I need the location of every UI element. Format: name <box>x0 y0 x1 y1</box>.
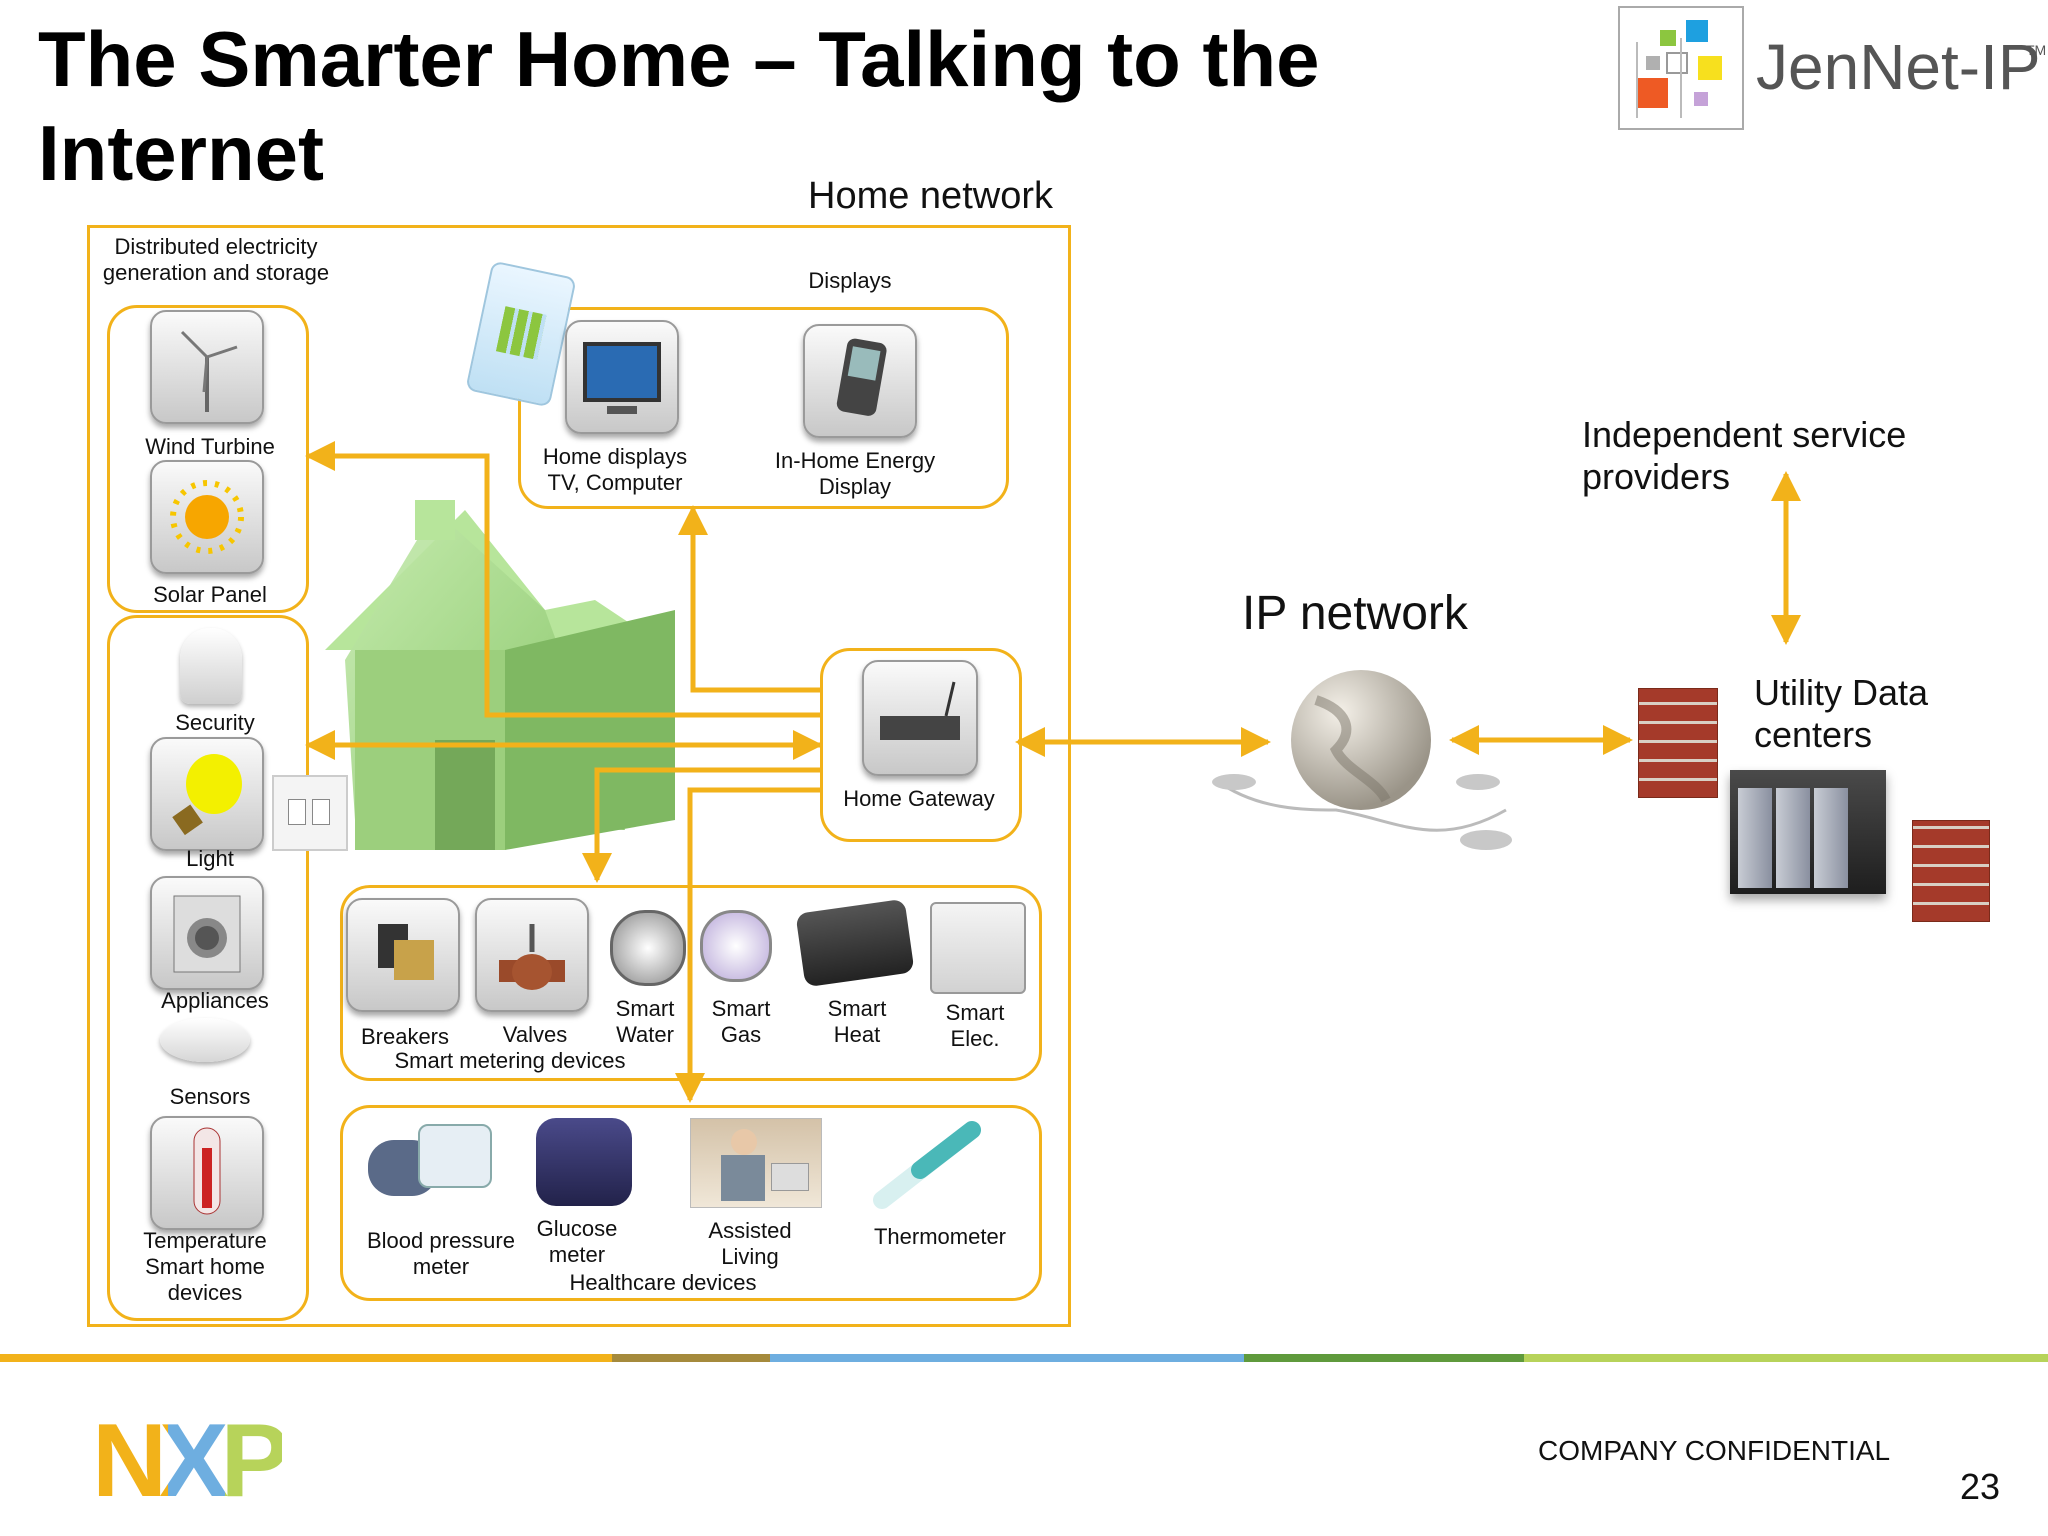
footer-bar-seg-2 <box>612 1354 770 1362</box>
footer-bar-seg-4 <box>1244 1354 1524 1362</box>
nxp-logo: NXP <box>92 1403 352 1519</box>
wind-turbine-label: Wind Turbine <box>145 434 275 459</box>
breakers-icon <box>346 898 460 1012</box>
security-sensor-icon <box>180 628 242 704</box>
in-home-energy-label: In-Home Energy Display <box>774 448 936 499</box>
wind-turbine-icon <box>150 310 264 424</box>
jennet-logo <box>1618 6 1744 130</box>
solar-panel-icon <box>150 460 264 574</box>
temperature-label: Temperature Smart home devices <box>143 1228 267 1305</box>
jennet-logo-text: JenNet-IP <box>1756 31 2041 103</box>
footer-bar <box>0 1354 2048 1362</box>
home-displays-label: Home displays TV, Computer <box>542 444 688 495</box>
smart-home-devices-box <box>107 615 309 1321</box>
gas-meter-icon <box>700 910 772 982</box>
home-network-label: Home network <box>808 175 1053 217</box>
footer-confidential: COMPANY CONFIDENTIAL <box>1538 1435 1891 1466</box>
thermometer-icon <box>873 1121 981 1209</box>
energy-display-icon <box>803 324 917 438</box>
displays-label: Displays <box>808 268 892 293</box>
light-bulb-icon <box>150 737 264 851</box>
valves-icon <box>475 898 589 1012</box>
firewall-icon-2 <box>1912 820 1990 922</box>
smart-heat-label: Smart Heat <box>827 996 887 1047</box>
water-meter-icon <box>610 910 686 986</box>
light-label: Light <box>186 846 234 871</box>
page-title: The Smarter Home – Talking to the Intern… <box>38 15 1320 197</box>
independent-label: Independent service providers <box>1582 414 1907 498</box>
appliances-label: Appliances <box>161 988 269 1013</box>
appliances-icon <box>150 876 264 990</box>
nxp-logo-text: NXP <box>92 1403 290 1519</box>
utility-label: Utility Data centers <box>1754 672 1929 756</box>
light-switch-icon[interactable] <box>272 775 348 851</box>
solar-panel-label: Solar Panel <box>153 582 267 607</box>
breakers-label: Breakers <box>360 1024 450 1049</box>
blood-pressure-label: Blood pressure meter <box>367 1228 515 1279</box>
healthcare-box <box>340 1105 1042 1301</box>
smart-gas-label: Smart Gas <box>711 996 771 1047</box>
home-gateway-icon <box>862 660 978 776</box>
smart-elec-label: Smart Elec. <box>945 1000 1005 1051</box>
home-gateway-label: Home Gateway <box>843 786 995 811</box>
globe-icon <box>1212 670 1512 850</box>
ip-network-label: IP network <box>1242 587 1468 640</box>
blood-pressure-icon <box>368 1120 494 1204</box>
home-network-box <box>87 225 1071 1327</box>
smart-water-label: Smart Water <box>615 996 675 1047</box>
footer-bar-seg-3 <box>770 1354 1244 1362</box>
server-rack-icon <box>1730 770 1886 894</box>
healthcare-label: Healthcare devices <box>569 1270 757 1295</box>
smoke-sensor-icon <box>160 1018 250 1062</box>
assisted-living-label: Assisted Living <box>708 1218 792 1269</box>
page-number: 23 <box>1960 1466 2001 1507</box>
sensors-label: Sensors <box>169 1084 251 1109</box>
electricity-meter-icon <box>930 902 1026 994</box>
footer-bar-seg-1 <box>0 1354 612 1362</box>
valves-label: Valves <box>502 1022 568 1047</box>
glucose-label: Glucose meter <box>536 1216 618 1267</box>
temperature-icon <box>150 1116 264 1230</box>
distributed-label: Distributed electricity generation and s… <box>102 234 330 285</box>
security-label: Security <box>175 710 255 735</box>
thermometer-label: Thermometer <box>873 1224 1007 1249</box>
glucose-meter-icon <box>536 1118 632 1206</box>
firewall-icon <box>1638 688 1718 798</box>
tv-computer-icon <box>565 320 679 434</box>
footer-bar-seg-5 <box>1524 1354 2048 1362</box>
assisted-living-photo <box>690 1118 822 1208</box>
displays-box <box>518 307 1009 509</box>
jennet-logo-tm: TM <box>2026 42 2047 58</box>
smart-metering-label: Smart metering devices <box>394 1048 626 1073</box>
